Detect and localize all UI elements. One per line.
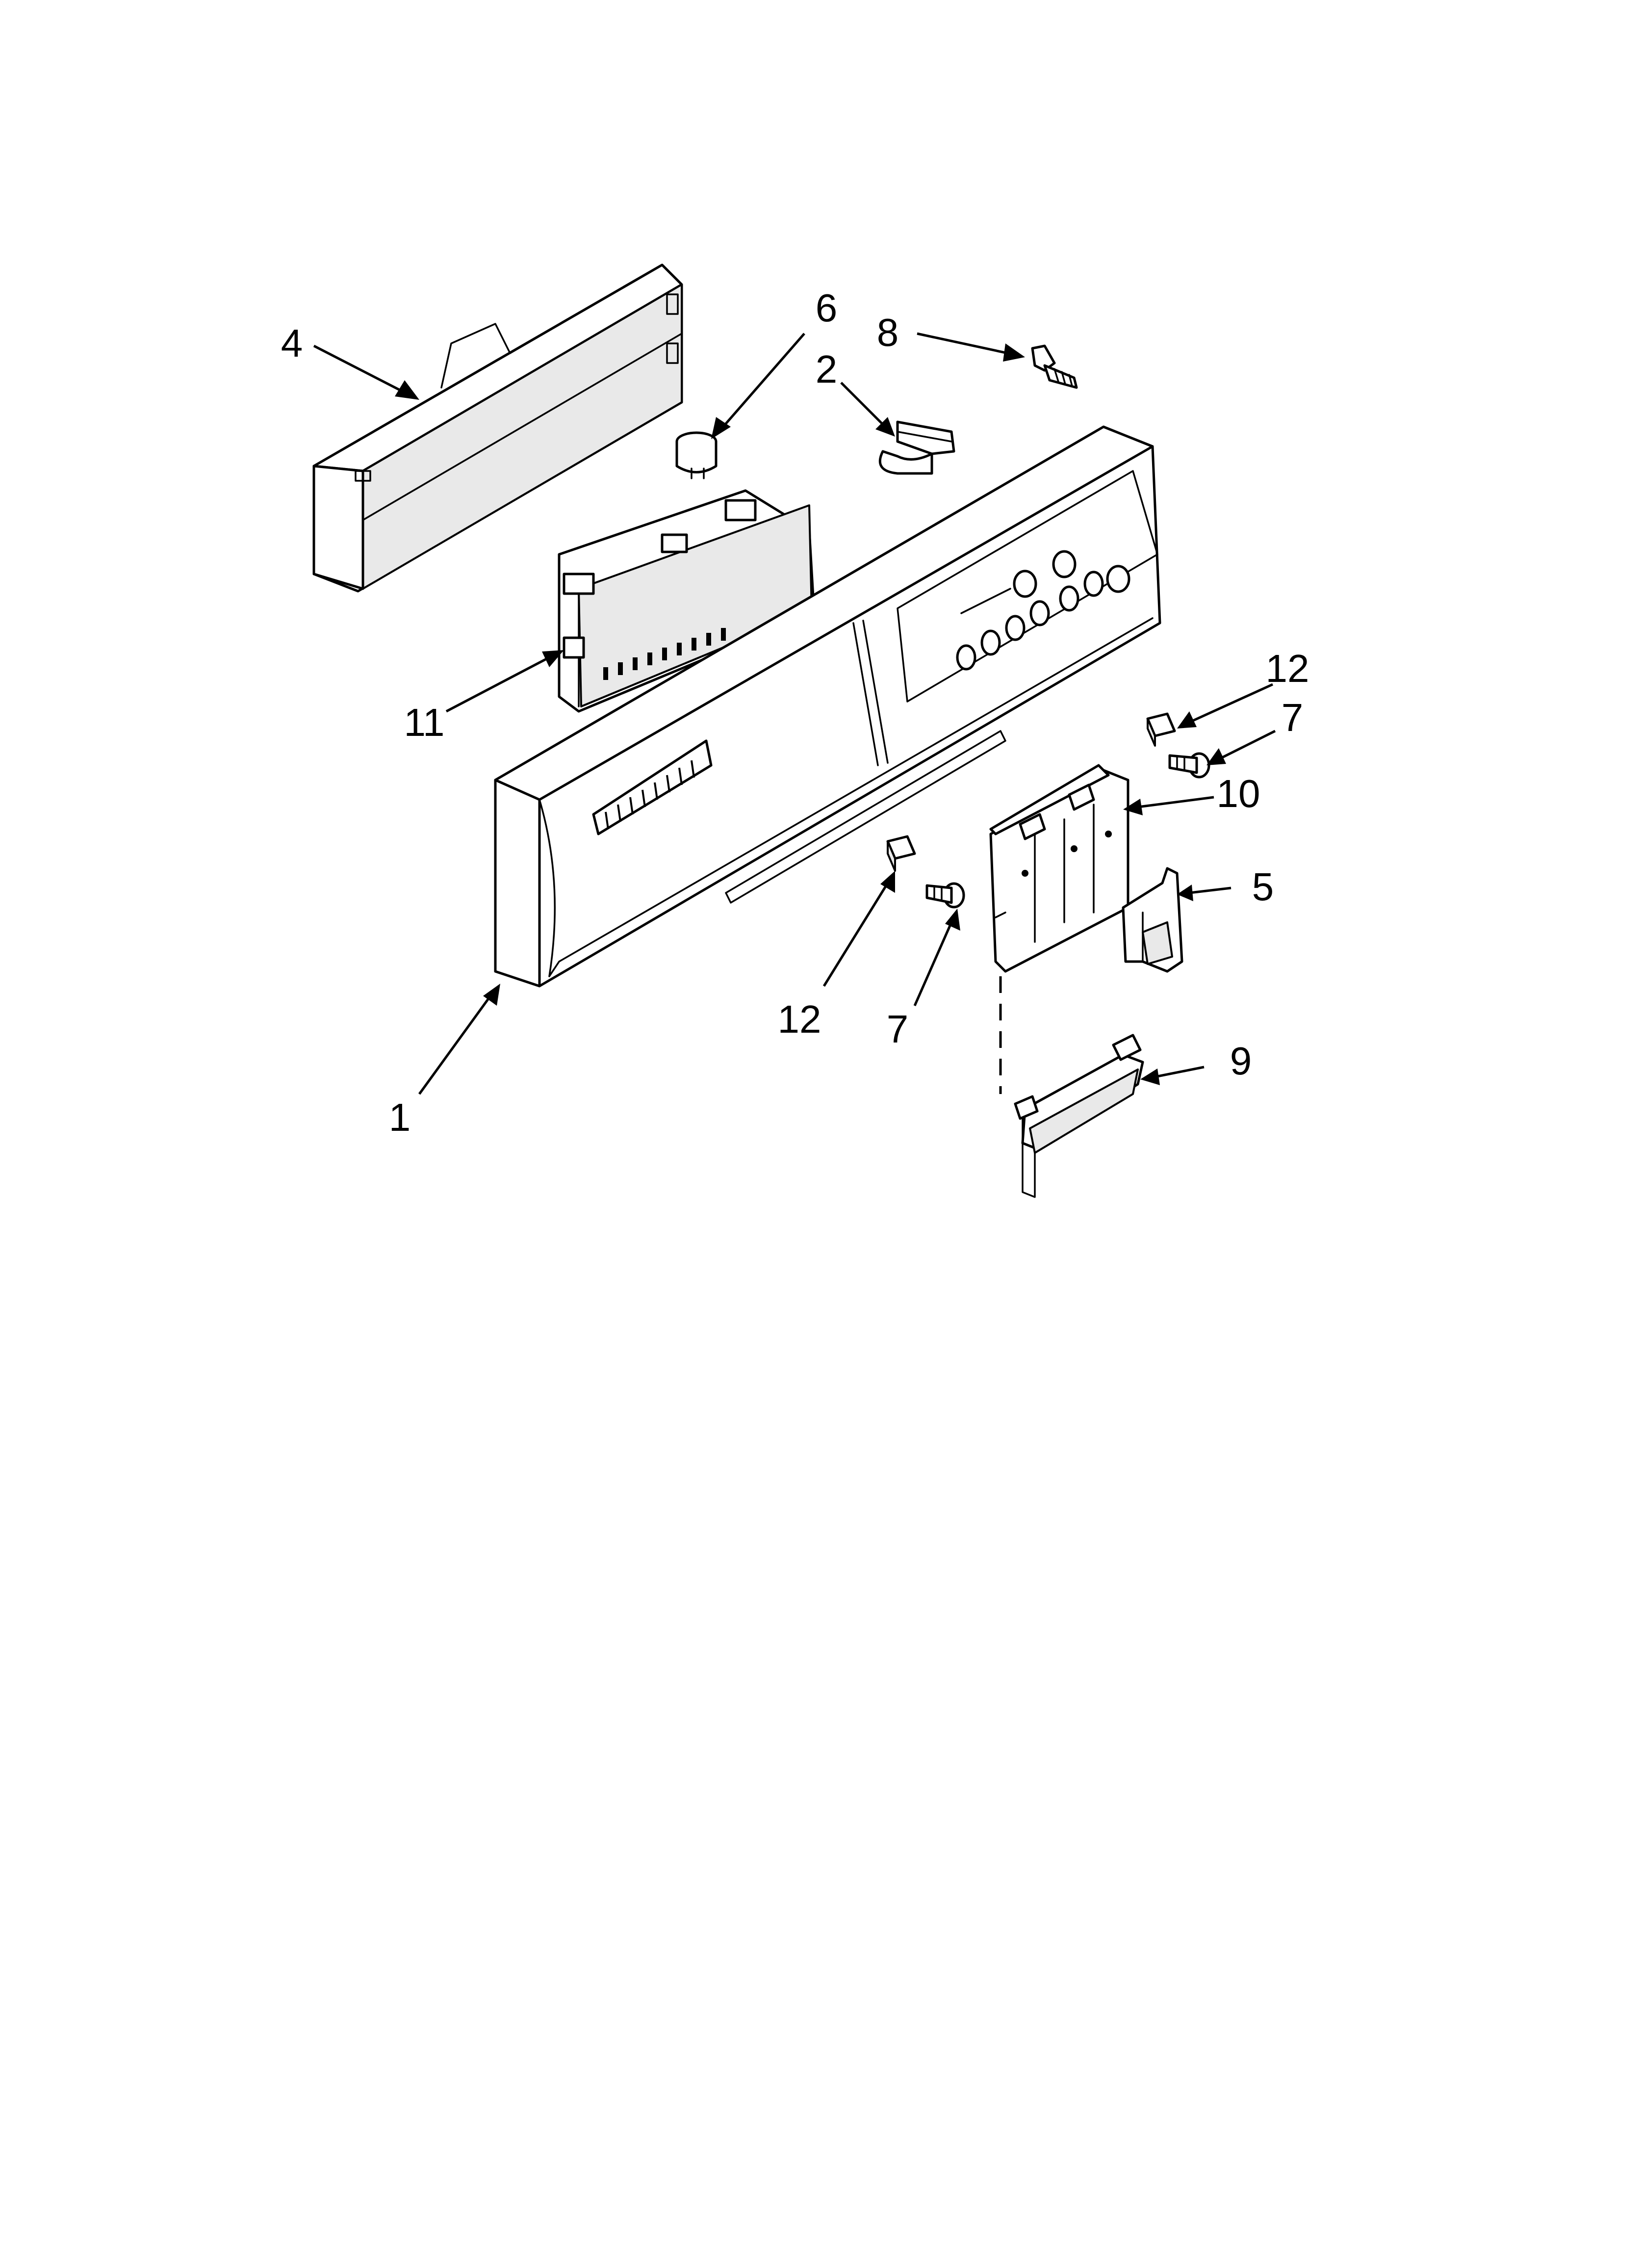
part-1-console-panel <box>494 425 1161 988</box>
callout-7-upper: 7 <box>1282 696 1304 739</box>
part-10-bracket <box>989 764 1129 973</box>
console-buttons <box>956 550 1130 671</box>
callout-2: 2 <box>816 347 838 391</box>
callout-5: 5 <box>1252 865 1274 909</box>
part-2-clip <box>878 420 955 475</box>
console-vent-slots <box>592 739 713 835</box>
leader-lines <box>313 332 1276 1095</box>
part-6-button-cap <box>675 431 718 479</box>
callout-11: 11 <box>404 701 444 744</box>
part-7-screw-lower <box>925 882 965 909</box>
part-8-screw <box>1031 344 1078 389</box>
board-connector-pins <box>603 628 726 680</box>
callout-9: 9 <box>1230 1039 1252 1083</box>
callout-12-lower: 12 <box>778 997 821 1041</box>
callout-4: 4 <box>281 321 303 365</box>
callout-6: 6 <box>816 286 838 330</box>
part-7-screw-upper <box>1168 752 1210 779</box>
callout-1: 1 <box>389 1095 411 1139</box>
part-5-side-bracket <box>1122 867 1183 973</box>
callout-12-upper: 12 <box>1266 647 1309 690</box>
callout-7-lower: 7 <box>887 1007 909 1051</box>
part-9-lower-bracket <box>1014 1034 1144 1198</box>
callout-8: 8 <box>877 311 899 354</box>
part-12-cap-upper <box>1146 712 1176 747</box>
callout-labels: 4 6 2 8 11 12 7 10 5 12 7 9 1 <box>281 286 1309 1139</box>
part-12-cap-lower <box>886 835 916 872</box>
callout-10: 10 <box>1217 772 1260 815</box>
part-4-cover-box <box>312 263 683 593</box>
